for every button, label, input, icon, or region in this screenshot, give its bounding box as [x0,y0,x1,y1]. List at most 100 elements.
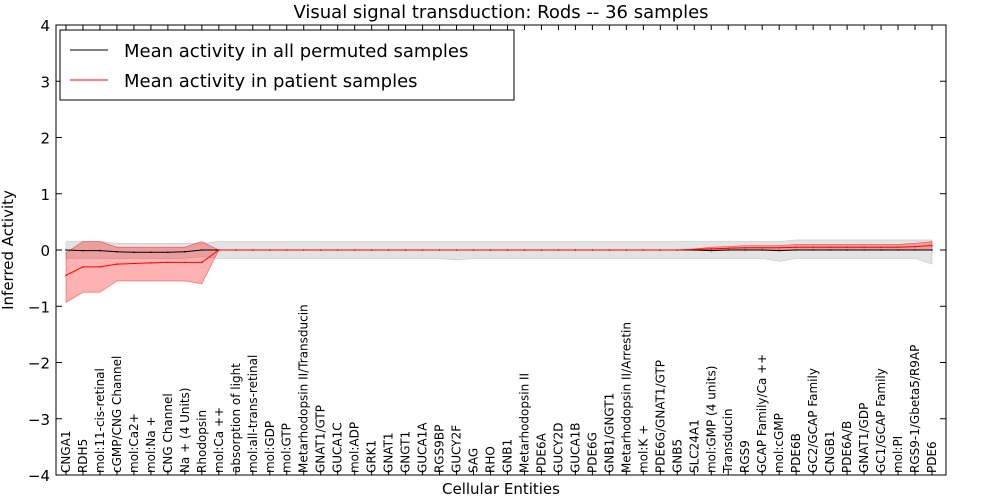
series-point-0 [710,249,713,252]
x-tick-label: CNGB1 [823,430,837,473]
series-point-1 [931,244,933,247]
series-point-0 [184,250,186,253]
chart-title: Visual signal transduction: Rods -- 36 s… [293,2,708,23]
x-tick-label: GUCA1A [416,422,430,473]
series-point-1 [761,247,763,249]
series-line-1 [65,245,933,276]
series-point-1 [795,246,797,248]
series-point-1 [693,248,696,251]
series-point-1 [489,249,492,251]
x-tick-label: SAG [467,448,481,473]
x-tick-label: PDE6G/GNAT1/GTP [653,360,667,473]
series-point-1 [727,247,729,250]
x-tick-label: GUCA1B [568,422,582,473]
y-tick-label: 1 [40,186,50,204]
series-point-0 [795,249,797,251]
x-tick-label: mol:GDP [263,421,277,473]
series-point-1 [625,249,628,251]
series-point-1 [404,249,407,251]
x-tick-label: GUCY2F [450,425,464,473]
series-point-0 [761,249,763,251]
legend-label-patient: Mean activity in patient samples [124,71,418,92]
series-point-1 [353,249,356,251]
series-point-1 [455,249,458,251]
x-tick-label: RGS9 [738,440,752,473]
series-point-0 [829,249,831,251]
series-point-1 [540,249,543,251]
x-tick-label: GNAT1/GDP [857,403,871,473]
series-point-1 [812,246,814,248]
y-tick-label: 2 [40,130,50,148]
confidence-bands [65,239,933,303]
series-point-1 [167,261,169,264]
series-point-0 [914,249,916,251]
x-tick-label: GNB5 [670,439,684,473]
series-point-1 [150,262,152,264]
series-point-0 [133,251,135,254]
y-tick-label: −2 [28,355,50,373]
x-tick-label: RGS9BP [433,425,447,473]
x-tick-label: Metarhodopsin II/Arrestin [619,322,633,473]
series-point-1 [99,266,101,268]
x-tick-label: GNB1 [501,439,515,473]
series-point-1 [336,249,339,251]
series-point-1 [116,263,118,265]
series-point-1 [438,249,441,251]
series-point-0 [82,249,84,252]
y-tick-label: 4 [40,17,50,35]
series-point-0 [167,251,169,254]
series-point-1 [472,249,475,251]
series-point-0 [931,249,933,251]
x-tick-label: GNAT1/GTP [314,405,328,473]
x-tick-label: Na + (4 Units) [178,388,192,474]
series-band-0 [65,239,933,265]
legend-label-permuted: Mean activity in all permuted samples [124,41,468,62]
x-tick-label: Metarhodopsin II/Transducin [297,304,311,473]
series-point-0 [744,249,746,251]
series-point-0 [880,249,882,251]
x-tick-label: mol:ADP [348,422,362,473]
x-tick-label: PDE6 [925,441,939,473]
x-axis-label: Cellular Entities [442,480,560,498]
series-point-0 [150,251,152,254]
series-point-1 [184,261,186,264]
series-point-1 [642,249,645,251]
x-tick-label: mol:Ca ++ [212,407,226,473]
x-tick-label: RDH5 [76,439,90,473]
series-point-0 [812,249,814,251]
series-point-1 [846,246,848,248]
x-tick-label: GNGT1 [399,431,413,473]
series-point-1 [133,262,135,265]
x-tick-label: RHO [484,446,498,473]
x-tick-label: CNG Channel [161,393,175,473]
series-point-0 [201,249,203,251]
x-tick-label: absorption of light [229,363,243,473]
y-tick-label: −1 [28,298,50,316]
series-point-0 [99,249,101,252]
series-point-1 [370,249,373,251]
x-tick-label: mol:Na + [144,416,158,473]
x-tick-label: mol:PI [891,436,905,473]
x-tick-label: GUCA1C [331,422,345,473]
series-point-1 [302,249,305,251]
series-point-1 [421,249,424,251]
x-tick-label: mol:Ca2+ [127,413,141,473]
legend-box [59,29,515,101]
x-tick-label: mol:K + [636,425,650,473]
series-point-1 [829,246,831,248]
series-point-1 [744,247,746,249]
x-tick-label: Metarhodopsin II [518,373,532,473]
series-point-1 [201,261,203,264]
series-point-1 [387,249,390,251]
series-point-1 [285,249,288,251]
y-tick-label: 3 [40,73,50,91]
x-tick-label: GRK1 [365,440,379,473]
x-tick-label: GC2/GCAP Family [806,368,820,473]
series-point-0 [846,249,848,251]
series-point-1 [676,249,679,251]
series-point-1 [574,249,577,251]
y-axis-label: Inferred Activity [0,190,17,310]
series-point-1 [218,249,220,251]
